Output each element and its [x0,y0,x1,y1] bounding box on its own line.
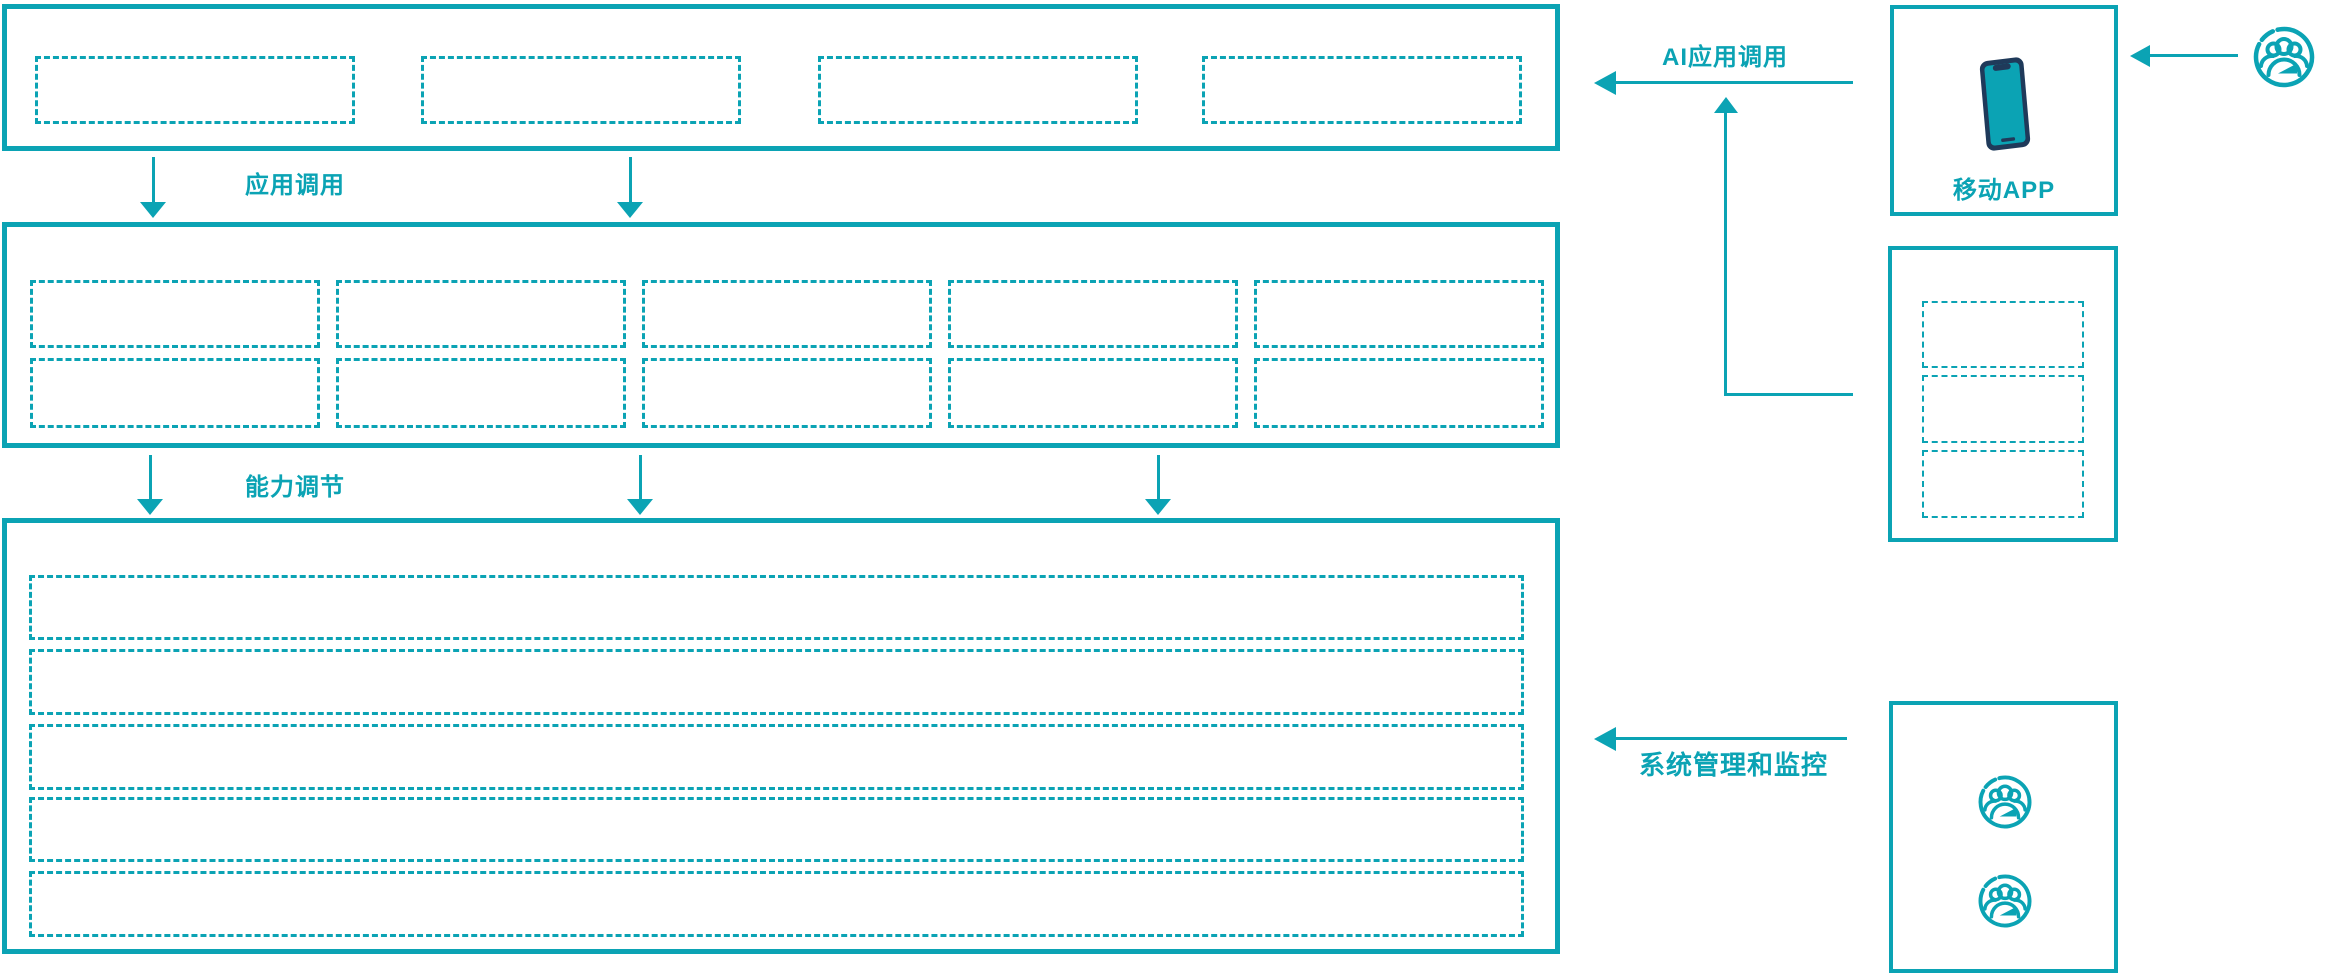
right-panel-box [1888,246,2118,542]
down-arrow-line [629,157,632,202]
elbow-connector-horizontal [1726,393,1853,396]
top-band-slot-2 [421,56,741,124]
middle-band-slot-10 [1254,358,1544,428]
user-arrow-head [2130,45,2150,67]
right-panel-slot-1 [1922,301,2084,368]
capability-adjust-label: 能力调节 [245,474,345,501]
down-arrow-head [140,202,166,218]
middle-band-slot-5 [1254,280,1544,348]
ai-app-call-label: AI应用调用 [1662,44,1788,71]
ai-app-call-arrow-head [1594,71,1616,95]
down-arrow-line [152,157,155,202]
right-panel-slot-2 [1922,375,2084,443]
down-arrow-line [1157,455,1160,499]
mobile-phone-icon [1979,57,2031,151]
down-arrow-line [639,455,642,499]
top-band [2,4,1560,151]
mobile-app-label: 移动APP [1952,177,2056,204]
bottom-band-row-2 [29,649,1524,715]
middle-band-slot-8 [642,358,932,428]
middle-band-slot-3 [642,280,932,348]
down-arrow-head [1145,499,1171,515]
middle-band-slot-2 [336,280,626,348]
middle-band-slot-6 [30,358,320,428]
bottom-band [2,518,1560,954]
app-call-label: 应用调用 [245,172,345,199]
ai-app-call-arrow-line [1616,81,1853,84]
down-arrow-line [149,455,152,499]
users-group-icon [1978,874,2032,928]
down-arrow-head [137,499,163,515]
bottom-band-row-1 [29,575,1524,640]
users-group-icon [1978,775,2032,829]
system-mgmt-label: 系统管理和监控 [1639,750,1829,780]
down-arrow-head [617,202,643,218]
middle-band-slot-4 [948,280,1238,348]
top-band-slot-4 [1202,56,1522,124]
bottom-band-row-4 [29,797,1524,862]
admin-users-box [1889,701,2118,973]
top-band-slot-3 [818,56,1138,124]
system-mgmt-arrow-line [1616,737,1847,740]
user-arrow-line [2150,54,2238,57]
middle-band-slot-9 [948,358,1238,428]
users-group-icon [2253,26,2315,88]
bottom-band-row-3 [29,724,1524,790]
up-arrow-head [1714,97,1738,113]
top-band-slot-1 [35,56,355,124]
middle-band [2,222,1560,448]
middle-band-slot-7 [336,358,626,428]
elbow-connector-vertical [1724,113,1727,396]
bottom-band-row-5 [29,871,1524,937]
middle-band-slot-1 [30,280,320,348]
system-mgmt-arrow-head [1594,727,1616,751]
down-arrow-head [627,499,653,515]
right-panel-slot-3 [1922,450,2084,518]
